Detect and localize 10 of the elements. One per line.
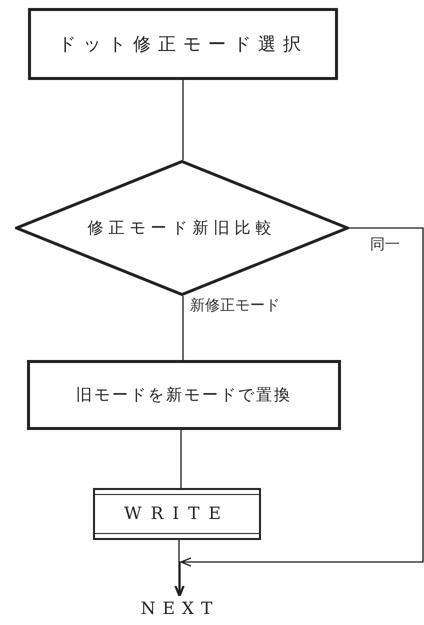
connector: [182, 80, 184, 160]
connector: [180, 430, 182, 488]
connector: [174, 540, 184, 597]
subroutine-box: WRITE: [93, 488, 261, 540]
decision-diamond: 修正モード新旧比較: [15, 160, 349, 296]
connector: [182, 296, 184, 360]
connector: [175, 227, 424, 597]
process-box: 旧モードを新モードで置換: [27, 360, 341, 430]
edge-label: 同一: [368, 235, 402, 254]
process-box: ドット修正モード選択: [28, 8, 338, 80]
